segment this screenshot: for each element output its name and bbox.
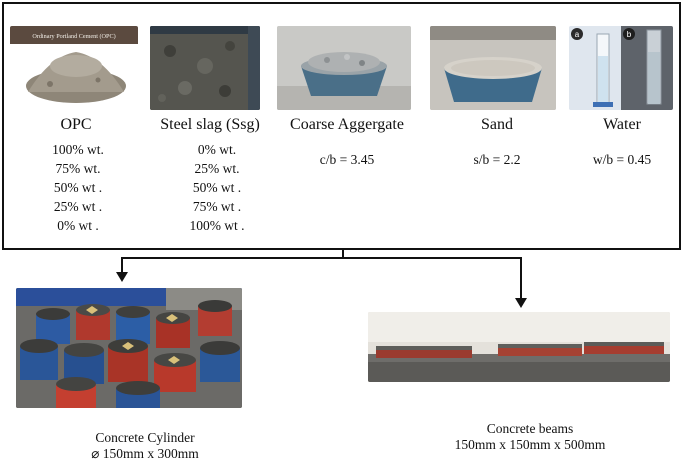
coarse-aggregate-label: Coarse Aggergate — [290, 116, 404, 133]
steel-slag-value: 100% wt . — [189, 218, 245, 233]
sand-label: Sand — [481, 116, 513, 133]
water-photo: a b — [569, 26, 673, 110]
opc-value: 75% wt. — [55, 161, 101, 176]
arrow-right-head — [515, 298, 527, 308]
opc-photo: Ordinary Portland Cement (OPC) — [10, 26, 138, 110]
water-ratio: w/b = 0.45 — [592, 152, 652, 167]
concrete-cylinder-caption: Concrete Cylinder ⌀ 150mm x 300mm — [60, 430, 230, 462]
concrete-cylinder-dims: ⌀ 150mm x 300mm — [91, 446, 199, 461]
steel-slag-photo — [150, 26, 260, 110]
coarse-aggregate-ratio: c/b = 3.45 — [319, 152, 375, 167]
opc-value: 0% wt . — [57, 218, 99, 233]
concrete-beams-photo — [368, 312, 670, 382]
concrete-beams-dims: 150mm x 150mm x 500mm — [454, 437, 606, 452]
concrete-beams-title: Concrete beams — [486, 421, 574, 436]
sand-photo — [430, 26, 556, 110]
opc-banner-text: Ordinary Portland Cement (OPC) — [32, 33, 115, 40]
steel-slag-value: 50% wt . — [192, 180, 242, 195]
concrete-cylinder-title: Concrete Cylinder — [95, 430, 195, 445]
materials-frame — [2, 2, 681, 250]
water-photo-tag-b: b — [627, 30, 632, 39]
concrete-beams-caption: Concrete beams 150mm x 150mm x 500mm — [425, 421, 635, 453]
steel-slag-value: 25% wt. — [194, 161, 240, 176]
opc-value: 25% wt . — [53, 199, 103, 214]
water-label: Water — [603, 116, 641, 133]
steel-slag-values: 0% wt. 25% wt. 50% wt . 75% wt . 100% wt… — [176, 140, 258, 235]
opc-values: 100% wt. 75% wt. 50% wt . 25% wt . 0% wt… — [38, 140, 118, 235]
concrete-cylinder-photo — [16, 288, 242, 408]
steel-slag-label: Steel slag (Ssg) — [160, 116, 260, 133]
opc-value: 100% wt. — [52, 142, 104, 157]
opc-label: OPC — [60, 116, 92, 133]
steel-slag-value: 75% wt . — [192, 199, 242, 214]
water-photo-tag-a: a — [575, 30, 580, 39]
coarse-aggregate-photo — [277, 26, 411, 110]
steel-slag-value: 0% wt. — [197, 142, 237, 157]
sand-ratio: s/b = 2.2 — [473, 152, 521, 167]
arrow-left-head — [116, 272, 128, 282]
opc-value: 50% wt . — [53, 180, 103, 195]
